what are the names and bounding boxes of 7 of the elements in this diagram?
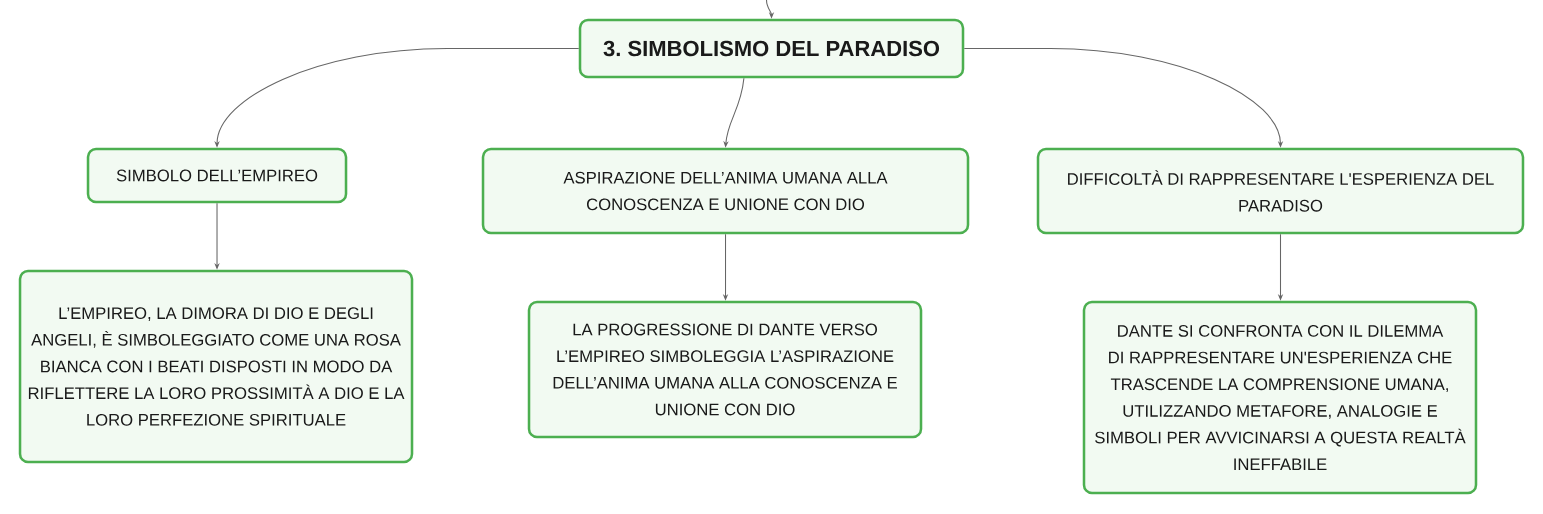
concept-box: L’EMPIREO, LA DIMORA DI DIO E DEGLI ANGELI, È SIMBOLEGGIATO COME UNA ROSA BIANCA CON I BEATI DISPOSTI IN MODO DA RIFLETTERE LA LORO PROSSIMITÀ A DIO E LA LORO PERFEZIONE SPIRITUALE [18, 269, 414, 464]
concept-box: DIFFICOLTÀ DI RAPPRESENTARE L'ESPERIENZA DEL PARADISO [1036, 147, 1525, 235]
concept-box: SIMBOLO DELL’EMPIREO [86, 147, 348, 204]
topic-box: 3. SIMBOLISMO DEL PARADISO [578, 18, 965, 79]
concept-box: DANTE SI CONFRONTA CON IL DILEMMA DI RAPPRESENTARE UN'ESPERIENZA CHE TRASCENDE LA COMPRENSIONE UMANA, UTILIZZANDO METAFORE, ANALOGIE E SIMBOLI PER AVVICINARSI A QUESTA REALTÀ INEFFABILE [1082, 300, 1478, 495]
concept-box: ASPIRAZIONE DELL’ANIMA UMANA ALLA CONOSCENZA E UNIONE CON DIO [481, 147, 970, 235]
concept-box: LA PROGRESSIONE DI DANTE VERSO L’EMPIREO SIMBOLEGGIA L’ASPIRAZIONE DELL’ANIMA UMANA ALLA CONOSCENZA E UNIONE CON DIO [527, 300, 923, 439]
